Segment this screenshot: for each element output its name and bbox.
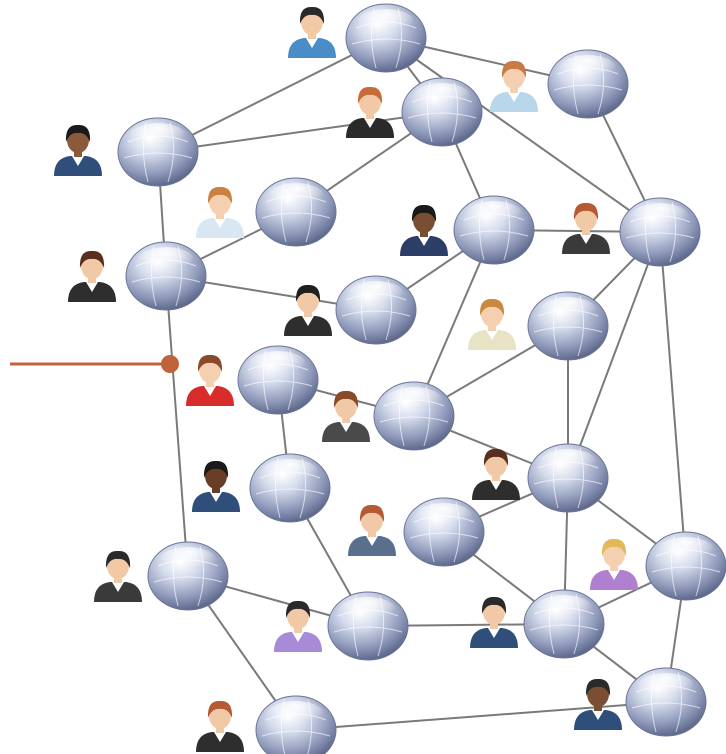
globe-node-g15 [403, 497, 485, 567]
person-icon [468, 298, 516, 350]
globe-node-g17 [147, 541, 229, 611]
person-icon [490, 60, 538, 112]
person-icon [192, 460, 240, 512]
person-icon [348, 504, 396, 556]
link-g8-g17 [165, 275, 189, 577]
globe-node-g10 [527, 291, 609, 361]
person-icon [94, 550, 142, 602]
globe-node-g1 [345, 3, 427, 73]
person-icon [288, 6, 336, 58]
globe-node-g16 [645, 531, 726, 601]
person-icon [346, 86, 394, 138]
globe-node-g5 [255, 177, 337, 247]
globe-node-g12 [373, 381, 455, 451]
link-g3-g4 [157, 111, 443, 153]
person-icon [470, 596, 518, 648]
globe-node-g3 [401, 77, 483, 147]
globe-node-g9 [335, 275, 417, 345]
pointer-dot [161, 355, 179, 373]
person-icon [284, 284, 332, 336]
person-icon [196, 186, 244, 238]
person-icon [322, 390, 370, 442]
globe-node-g14 [249, 453, 331, 523]
globe-node-g19 [523, 589, 605, 659]
person-icon [574, 678, 622, 730]
globe-node-g2 [547, 49, 629, 119]
globe-node-g21 [255, 695, 337, 754]
pointer-layer [10, 355, 179, 373]
person-icon [68, 250, 116, 302]
globes-layer [117, 3, 726, 754]
globe-node-g18 [327, 591, 409, 661]
link-g1-g4 [157, 37, 387, 153]
person-icon [472, 448, 520, 500]
link-g1-g7 [385, 37, 661, 233]
globe-node-g4 [117, 117, 199, 187]
globe-node-g8 [125, 241, 207, 311]
globe-node-g7 [619, 197, 701, 267]
person-icon [274, 600, 322, 652]
people-layer [54, 6, 638, 752]
person-icon [400, 204, 448, 256]
globe-node-g13 [527, 443, 609, 513]
link-g7-g16 [659, 231, 687, 567]
person-icon [54, 124, 102, 176]
person-icon [590, 538, 638, 590]
globe-node-g20 [625, 667, 707, 737]
person-icon [562, 202, 610, 254]
link-g21-g20 [295, 701, 667, 731]
person-icon [186, 354, 234, 406]
person-icon [196, 700, 244, 752]
globe-node-g6 [453, 195, 535, 265]
link-g7-g13 [567, 231, 661, 479]
globe-node-g11 [237, 345, 319, 415]
